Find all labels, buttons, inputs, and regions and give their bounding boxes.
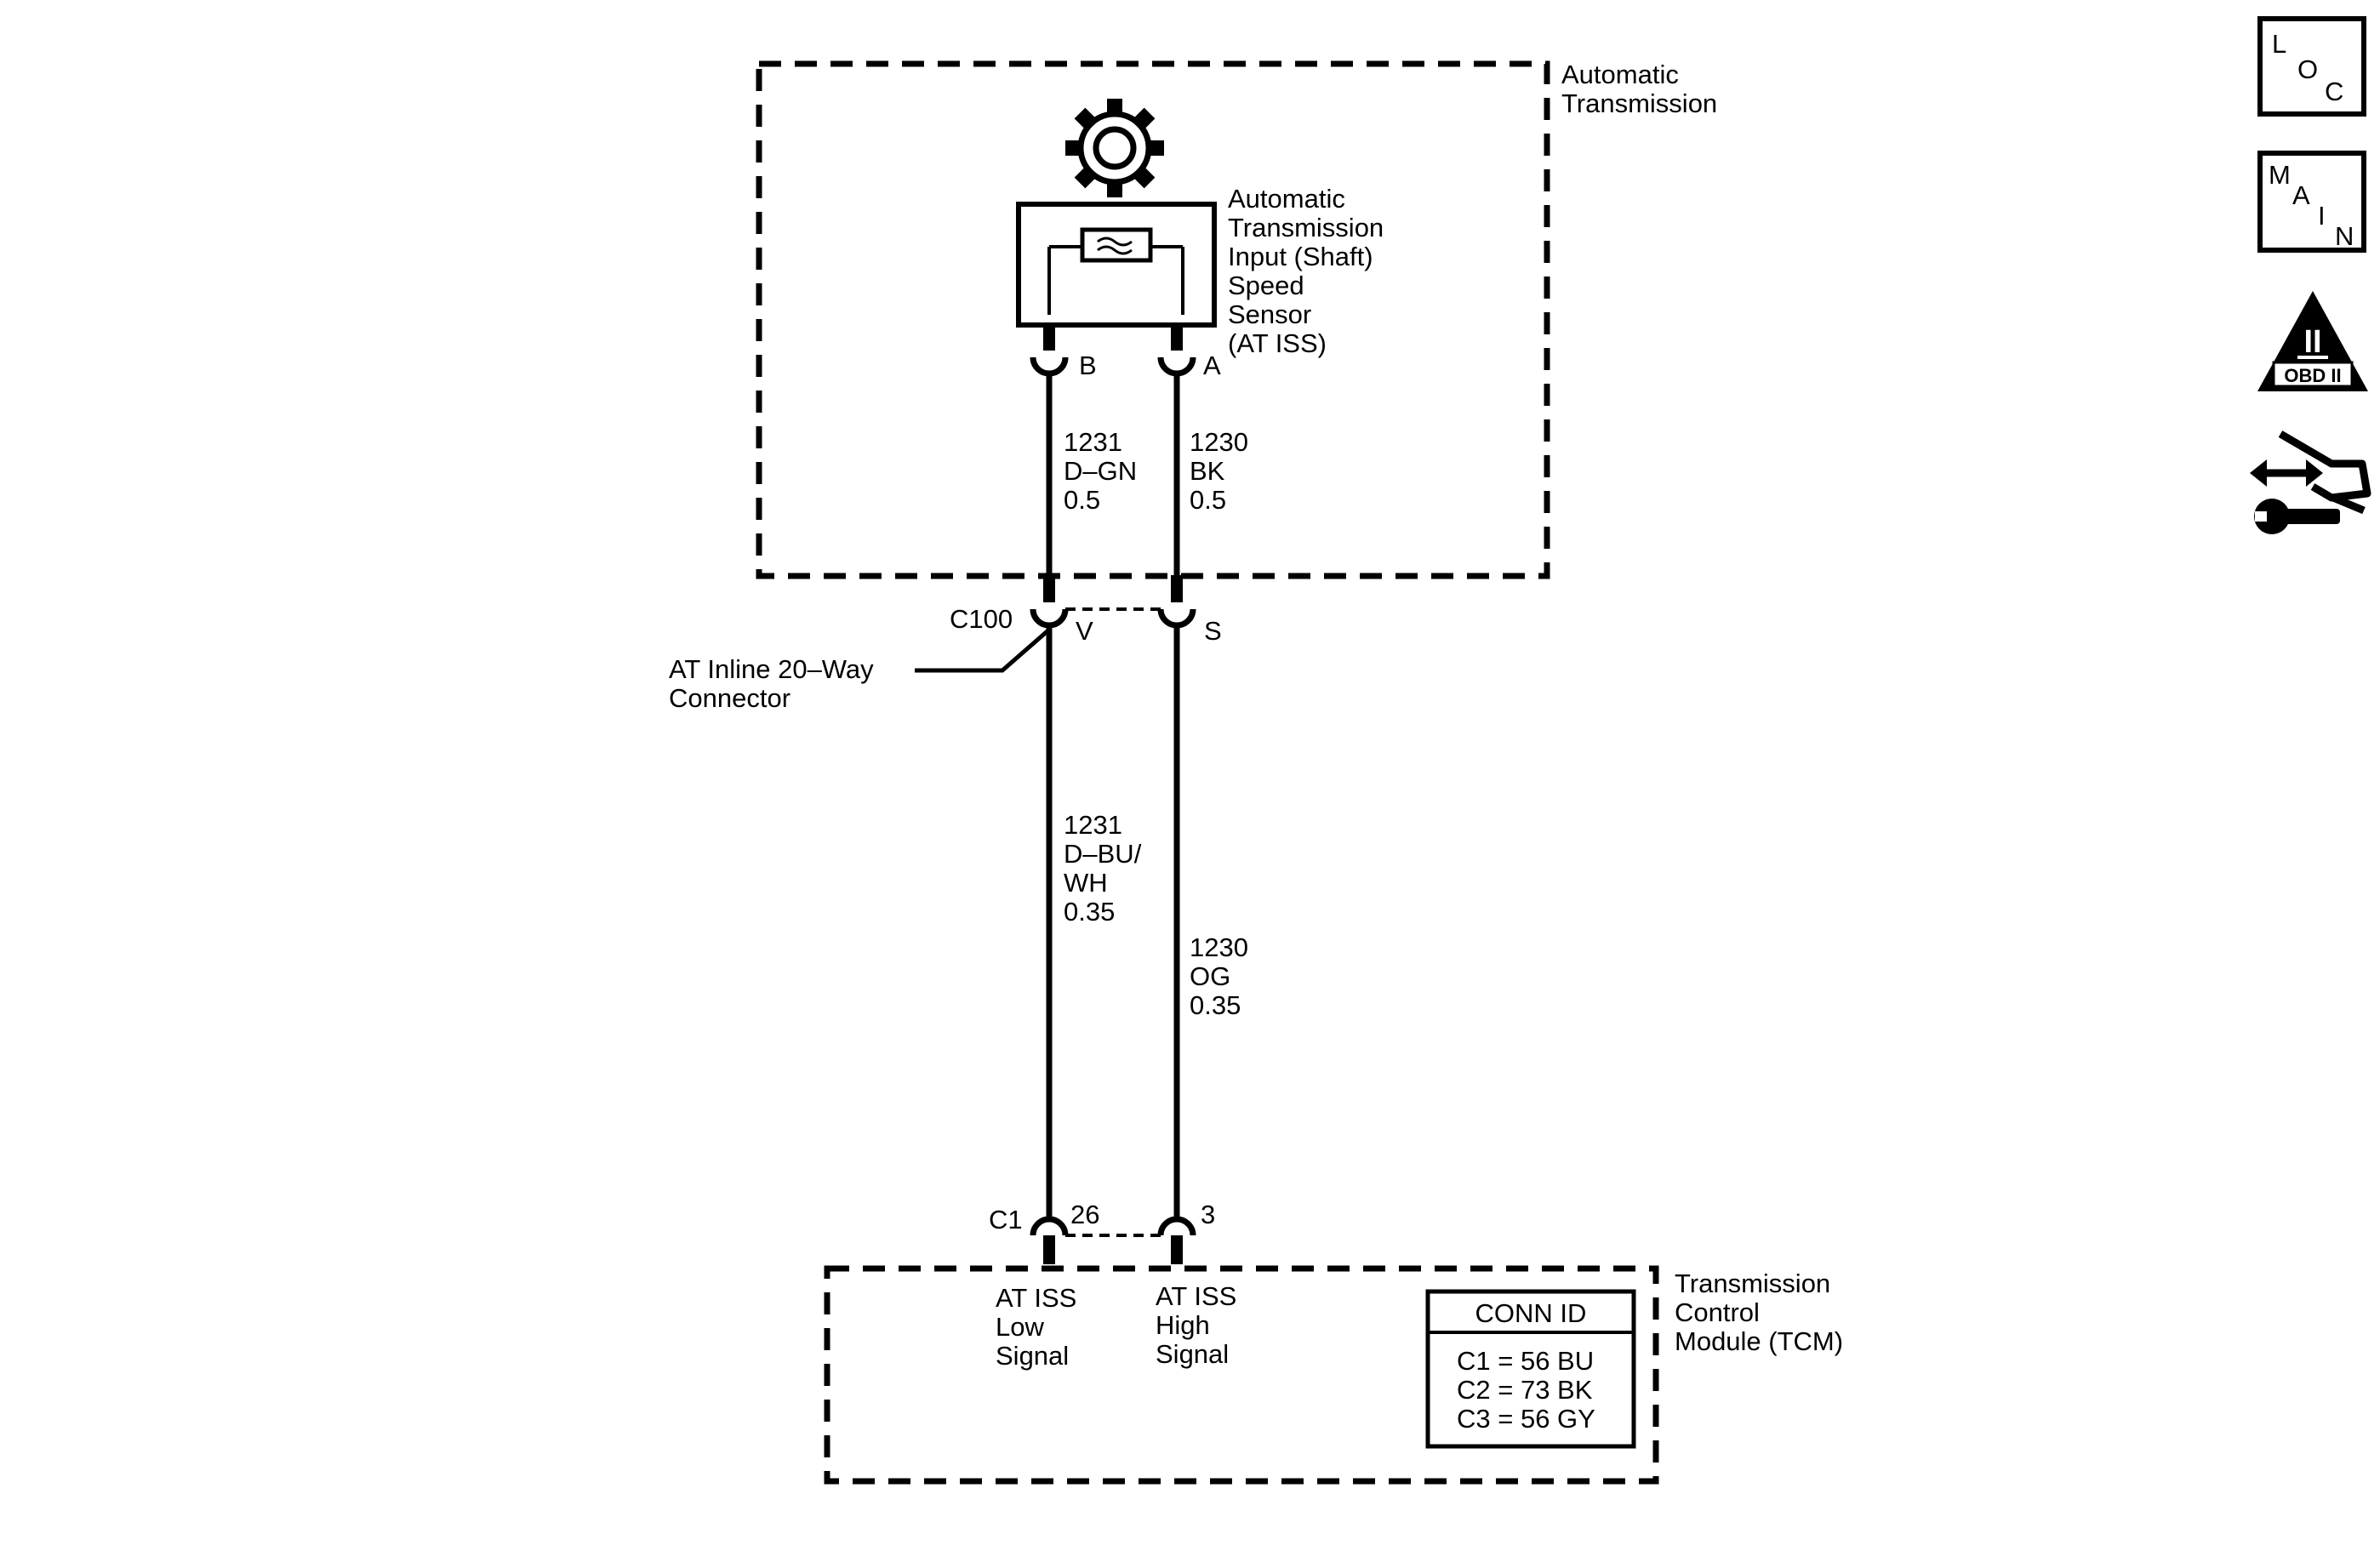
tcm-signal-high: AT ISS High Signal xyxy=(1156,1281,1244,1369)
connector-tool-icon[interactable] xyxy=(2250,430,2371,534)
conn-id-row: C2 = 73 BK xyxy=(1457,1375,1593,1405)
svg-text:II: II xyxy=(2303,324,2321,360)
svg-text:L: L xyxy=(2272,29,2286,59)
c1-pin-26-socket xyxy=(1030,1216,1069,1236)
c100-pin-s-socket xyxy=(1157,608,1196,629)
tcm-signal-low: AT ISS Low Signal xyxy=(996,1283,1084,1371)
conn-id-row: C1 = 56 BU xyxy=(1457,1346,1594,1376)
wire-1230-lower-label: 1230 OG 0.35 xyxy=(1190,932,1256,1020)
c1-pin-26-terminal xyxy=(1043,1235,1055,1264)
c100-pin-v-socket xyxy=(1030,608,1069,629)
sensor-pin-a-socket xyxy=(1157,356,1196,377)
sensor-pin-b-terminal xyxy=(1043,325,1055,351)
c100-leader-line xyxy=(915,628,1051,673)
wire-1231-upper-label: 1231 D–GN 0.5 xyxy=(1064,427,1144,515)
c1-pin-3-terminal xyxy=(1171,1235,1183,1264)
transmission-label: Automatic Transmission xyxy=(1561,60,1717,118)
svg-text:O: O xyxy=(2297,54,2318,84)
c100-id: C100 xyxy=(950,604,1013,634)
loc-icon[interactable]: L O C xyxy=(2257,16,2366,117)
sensor-label: Automatic Transmission Input (Shaft) Spe… xyxy=(1228,184,1391,358)
tcm-label: Transmission Control Module (TCM) xyxy=(1675,1269,1843,1356)
c1-pin-26-label: 26 xyxy=(1070,1200,1099,1229)
sensor-element-icon xyxy=(1080,227,1153,263)
sensor-pin-a-terminal xyxy=(1171,325,1183,351)
c100-description: AT Inline 20–Way Connector xyxy=(669,654,881,713)
wire-1231-lower-label: 1231 D–BU/ WH 0.35 xyxy=(1064,810,1149,927)
c100-pin-s-terminal xyxy=(1171,575,1183,602)
conn-id-table: CONN ID C1 = 56 BU C2 = 73 BK C3 = 56 GY xyxy=(1425,1289,1636,1449)
main-icon[interactable]: M A I N xyxy=(2257,151,2366,253)
sensor-pin-a-label: A xyxy=(1203,351,1221,380)
svg-text:C: C xyxy=(2325,77,2343,106)
c1-pin-3-label: 3 xyxy=(1201,1200,1215,1229)
svg-text:OBD II: OBD II xyxy=(2284,365,2341,386)
svg-text:M: M xyxy=(2269,160,2291,190)
obd-ii-icon[interactable]: II OBD II xyxy=(2257,291,2368,391)
gear-icon xyxy=(1065,99,1164,197)
tcm-housing xyxy=(824,1265,1659,1485)
c1-id: C1 xyxy=(989,1205,1023,1234)
svg-text:I: I xyxy=(2318,201,2326,231)
conn-id-header: CONN ID xyxy=(1475,1298,1587,1328)
c100-pin-v-label: V xyxy=(1076,616,1093,646)
svg-text:N: N xyxy=(2335,221,2354,251)
transmission-housing xyxy=(756,60,1550,579)
conn-id-row: C3 = 56 GY xyxy=(1457,1404,1595,1434)
sensor-pin-b-socket xyxy=(1030,356,1069,377)
c1-pin-3-socket xyxy=(1157,1216,1196,1236)
c100-pin-v-terminal xyxy=(1043,575,1055,602)
wire-1230-upper-label: 1230 BK 0.5 xyxy=(1190,427,1256,515)
c100-pin-s-label: S xyxy=(1204,616,1222,646)
svg-text:A: A xyxy=(2292,180,2310,210)
sensor-pin-b-label: B xyxy=(1079,351,1097,380)
